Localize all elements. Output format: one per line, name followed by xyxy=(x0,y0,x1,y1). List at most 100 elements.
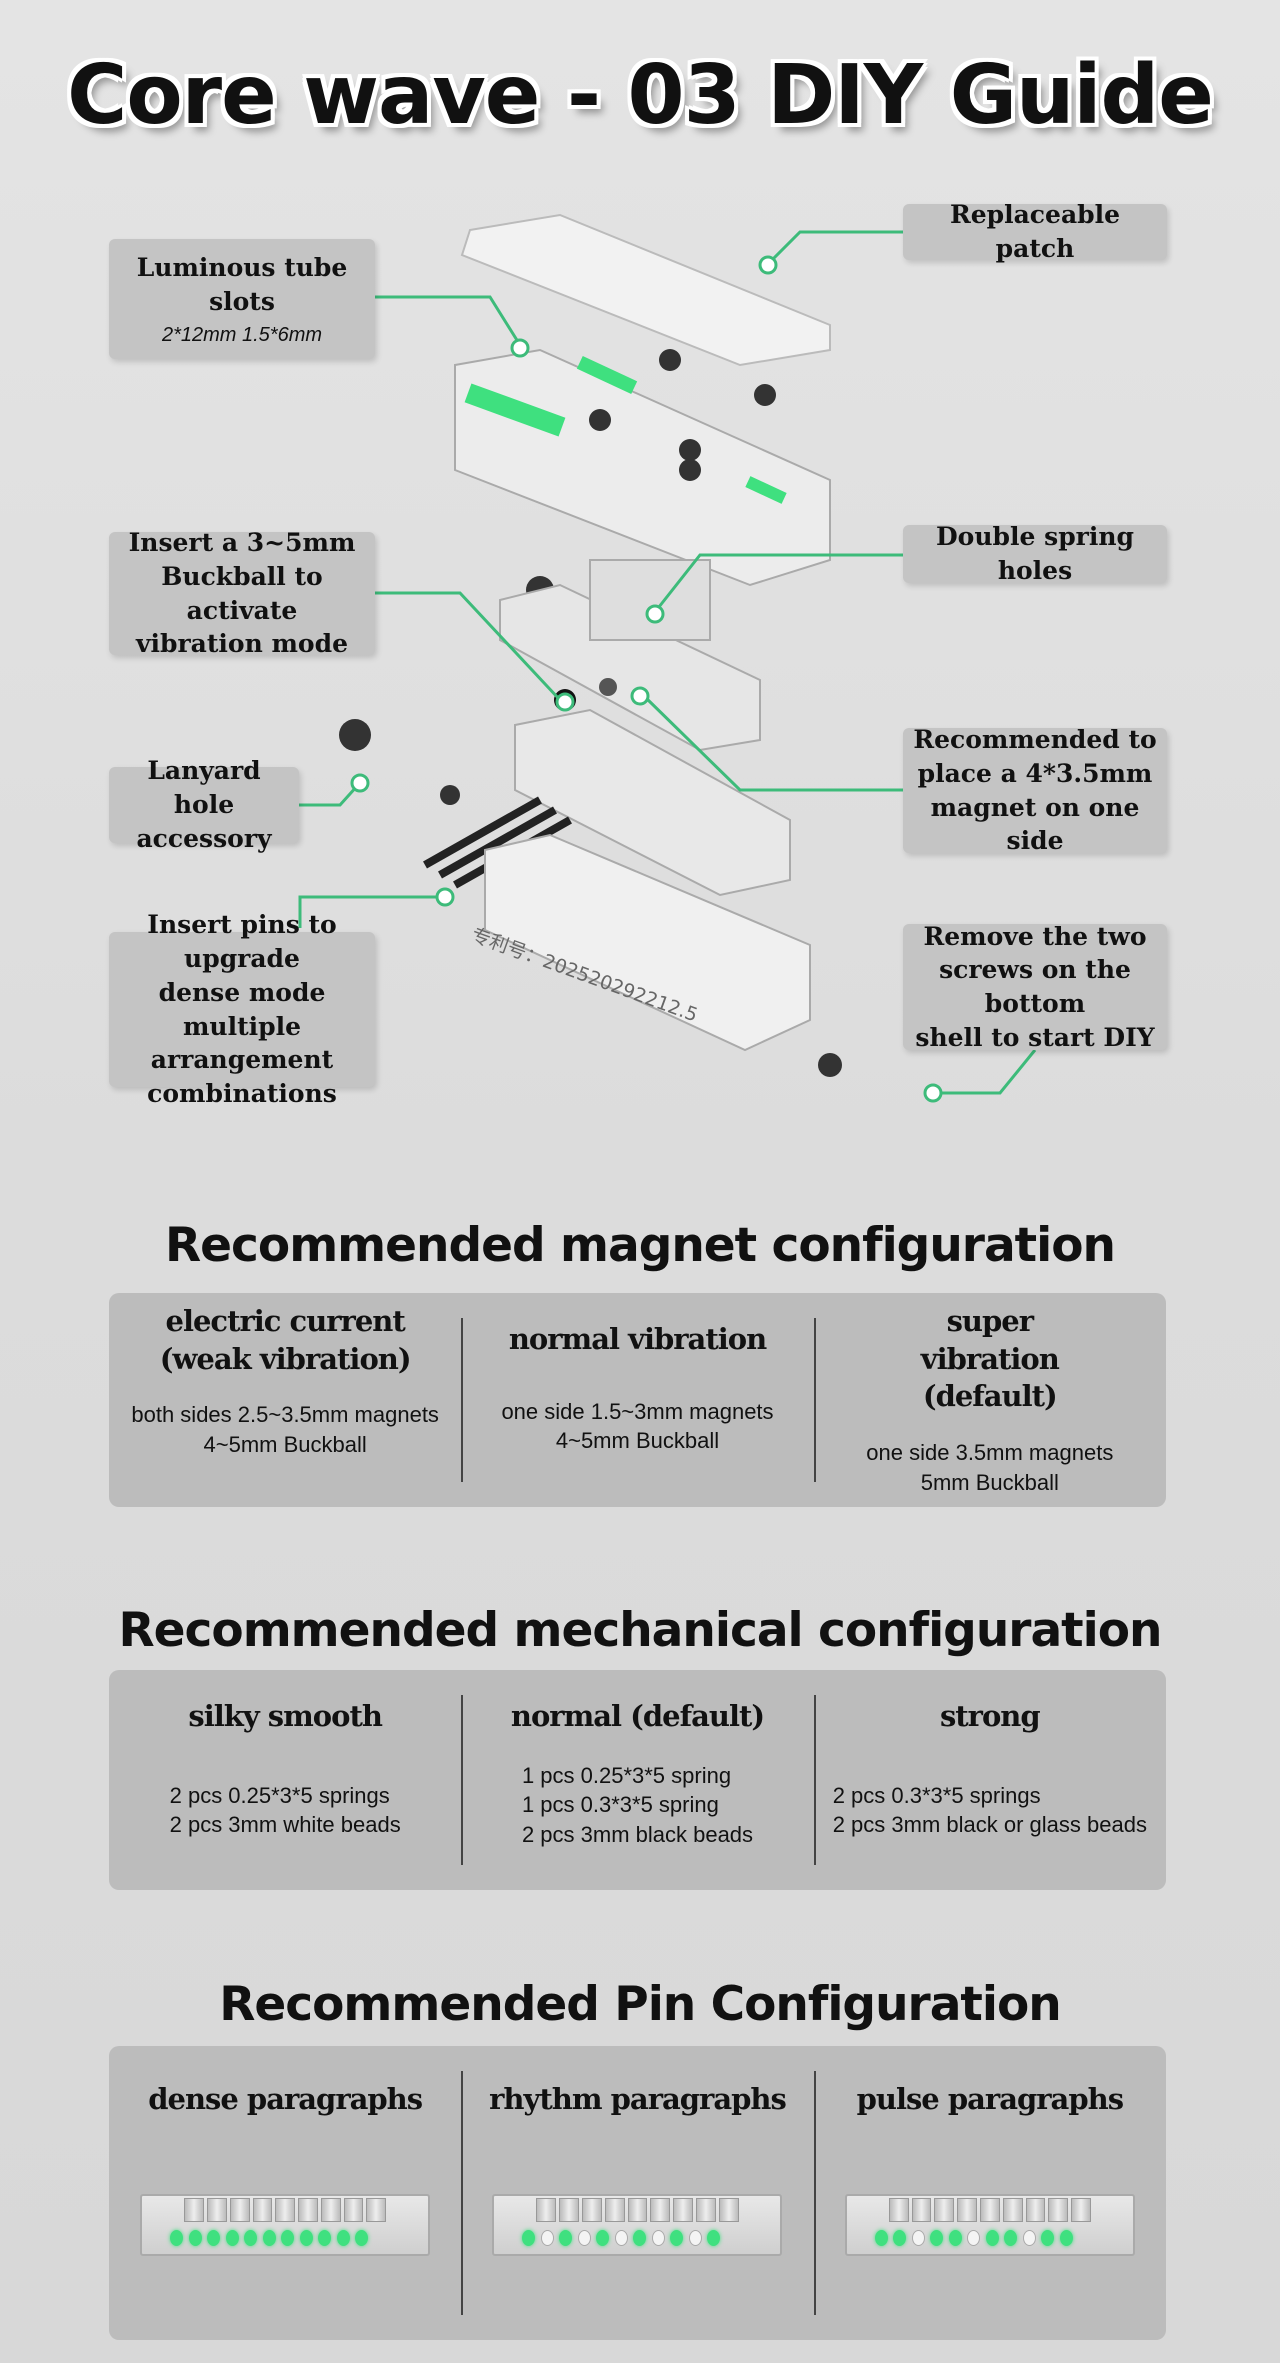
pin-green xyxy=(281,2229,295,2246)
callout-line: vibration mode xyxy=(136,629,348,659)
pin-green xyxy=(985,2229,999,2246)
col-line: 1 pcs 0.3*3*5 spring xyxy=(521,1792,719,1818)
magnet-config-panel: electric current (weak vibration) both si… xyxy=(109,1293,1166,1507)
magnet-col: normal vibration one side 1.5~3mm magnets… xyxy=(461,1293,813,1507)
col-heading: pulse paragraphs xyxy=(856,2082,1124,2116)
callout-line: multiple arrangement xyxy=(150,1011,334,1075)
mechanical-section-title: Recommended mechanical configuration xyxy=(118,1603,1162,1658)
col-line: 2 pcs 3mm white beads xyxy=(169,1812,401,1838)
callout-line: shell to start DIY xyxy=(915,1022,1155,1052)
col-line: 4~5mm Buckball xyxy=(555,1428,720,1454)
pin-green xyxy=(893,2229,907,2246)
callout-title: Luminous tube slots xyxy=(136,252,348,316)
callout-line: Recommended to xyxy=(913,725,1157,754)
patch-plate xyxy=(460,213,831,367)
col-heading: dense paragraphs xyxy=(148,2082,423,2116)
pin-green xyxy=(262,2229,276,2246)
callout-line: dense mode xyxy=(158,977,326,1007)
pin-white xyxy=(967,2229,981,2246)
magnet-col: super vibration (default) one side 3.5mm … xyxy=(813,1293,1166,1507)
pin-white xyxy=(651,2229,665,2246)
pin-green xyxy=(1059,2229,1073,2246)
pin-green xyxy=(207,2229,221,2246)
callout-line: Buckball to activate xyxy=(161,561,323,625)
pin-block-diagram xyxy=(844,2193,1135,2256)
pin-green xyxy=(670,2229,684,2246)
col-line: 2 pcs 0.3*3*5 springs xyxy=(832,1782,1041,1808)
callout-line: place a 4*3.5mm xyxy=(917,758,1153,788)
col-line: 2 pcs 0.25*3*5 springs xyxy=(169,1782,390,1808)
mech-col: silky smooth 2 pcs 0.25*3*5 springs 2 pcs … xyxy=(109,1670,461,1890)
callout-line: Insert a 3~5mm xyxy=(128,528,356,557)
exploded-device-illustration: 专利号：202520292212.5 xyxy=(298,213,1037,1103)
pin-col: rhythm paragraphs xyxy=(461,2046,813,2340)
pin-white xyxy=(1022,2229,1036,2246)
col-line: both sides 2.5~3.5mm magnets xyxy=(131,1402,439,1428)
col-heading: strong xyxy=(939,1699,1041,1733)
pin-green xyxy=(930,2229,944,2246)
col-line: 5mm Buckball xyxy=(920,1469,1059,1495)
pin-col: dense paragraphs xyxy=(109,2046,461,2340)
col-line: one side 1.5~3mm magnets xyxy=(501,1398,774,1424)
pin-white xyxy=(540,2229,554,2246)
callout-luminous-tube-slots: Luminous tube slots 2*12mm 1.5*6mm xyxy=(109,239,375,359)
callout-line: combinations xyxy=(147,1079,337,1108)
col-heading: super vibration (default) xyxy=(920,1304,1060,1414)
pin-green xyxy=(559,2229,573,2246)
callout-line: Lanyard hole xyxy=(147,756,261,820)
magnet-col: electric current (weak vibration) both si… xyxy=(109,1293,461,1507)
col-line: 4~5mm Buckball xyxy=(203,1432,367,1458)
screws xyxy=(339,349,842,1077)
pin-block-diagram xyxy=(140,2193,431,2256)
callout-line: Insert pins to upgrade xyxy=(147,910,337,973)
callout-lanyard-hole: Lanyard hole accessory xyxy=(109,756,299,853)
magnet-section-title: Recommended magnet configuration xyxy=(164,1218,1116,1273)
callout-magnet: Recommended to place a 4*3.5mm magnet on… xyxy=(903,725,1167,855)
pin-green xyxy=(874,2229,888,2246)
pin-green xyxy=(244,2229,258,2246)
mech-col: normal (default) 1 pcs 0.25*3*5 spring 1 p… xyxy=(461,1670,813,1890)
magnet xyxy=(599,678,617,696)
callout-replaceable-patch: Replaceable patch xyxy=(903,200,1167,263)
pin-green xyxy=(948,2229,962,2246)
pin-green xyxy=(596,2229,610,2246)
leader-lines xyxy=(298,230,1037,1103)
pin-config-panel: dense paragraphs rhythm paragraphs pulse… xyxy=(109,2046,1166,2340)
pin-green xyxy=(318,2229,332,2246)
pin-green xyxy=(1041,2229,1055,2246)
pin-green xyxy=(707,2229,721,2246)
callout-buckball: Insert a 3~5mm Buckball to activate vibr… xyxy=(109,528,375,658)
col-line: 1 pcs 0.25*3*5 spring xyxy=(521,1762,732,1788)
page-title: Core wave - 03 DIY Guide xyxy=(67,48,1214,143)
callout-remove-screws: Remove the two screws on the bottom shel… xyxy=(903,922,1167,1052)
top-shell xyxy=(454,348,831,587)
col-heading: silky smooth xyxy=(188,1699,383,1733)
pin-white xyxy=(688,2229,702,2246)
col-heading: normal vibration xyxy=(508,1322,767,1356)
callout-line: accessory xyxy=(136,823,272,853)
luminous-tube xyxy=(464,383,566,437)
col-heading: normal (default) xyxy=(510,1699,765,1733)
col-line: one side 3.5mm magnets xyxy=(866,1440,1114,1466)
callout-insert-pins: Insert pins to upgrade dense mode multip… xyxy=(109,910,375,1108)
pin-green xyxy=(355,2229,369,2246)
pin-green xyxy=(188,2229,202,2246)
pin-green xyxy=(299,2229,313,2246)
middle-plate xyxy=(499,559,761,752)
mechanical-config-panel: silky smooth 2 pcs 0.25*3*5 springs 2 pcs … xyxy=(109,1670,1166,1890)
callout-line: Remove the two xyxy=(923,921,1147,951)
pin-green xyxy=(170,2229,184,2246)
col-line: 2 pcs 3mm black or glass beads xyxy=(832,1812,1147,1838)
pin-block-diagram xyxy=(492,2193,783,2256)
col-heading: rhythm paragraphs xyxy=(489,2082,787,2116)
col-heading: electric current (weak vibration) xyxy=(159,1304,412,1376)
pin-section-title: Recommended Pin Configuration xyxy=(219,1977,1062,2032)
pin-green xyxy=(522,2229,536,2246)
callout-double-spring-holes: Double spring holes xyxy=(903,522,1167,585)
pin-green xyxy=(1004,2229,1018,2246)
col-line: 2 pcs 3mm black beads xyxy=(521,1822,754,1848)
callout-line: screws on the bottom xyxy=(939,955,1131,1018)
pin-white xyxy=(614,2229,628,2246)
callout-line: magnet on one side xyxy=(930,792,1140,856)
pin-green xyxy=(633,2229,647,2246)
